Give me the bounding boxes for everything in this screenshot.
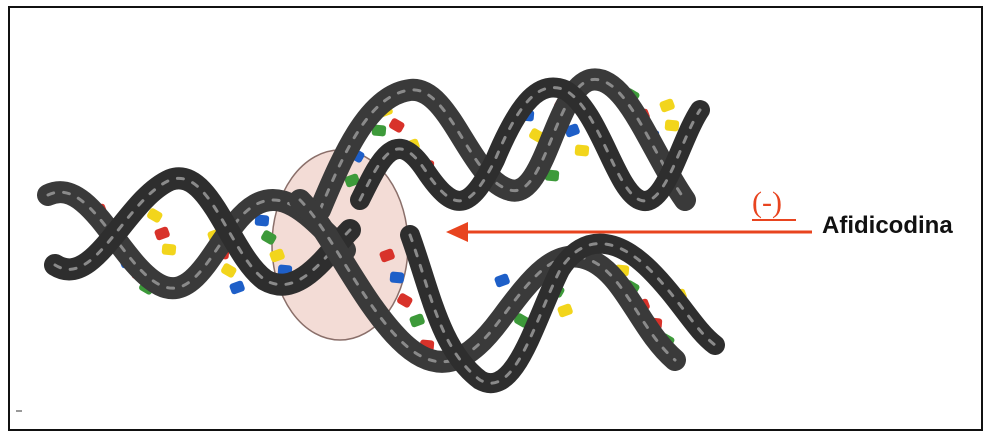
nucleotide-base [154, 226, 171, 241]
nucleotide-base [220, 262, 238, 279]
nucleotide-base [575, 144, 590, 156]
nucleotide-base [659, 98, 676, 113]
nucleotide-base [162, 243, 177, 255]
corner-mark [16, 410, 22, 412]
drug-name-label: Afidicodina [822, 212, 953, 240]
inhibition-sign-label: (-) [752, 186, 782, 220]
inhibition-arrow-icon [446, 220, 812, 242]
nucleotide-base [390, 271, 405, 283]
nucleotide-base [665, 119, 680, 131]
nucleotide-base [229, 280, 246, 295]
nucleotide-base [409, 313, 426, 328]
nucleotide-base [494, 273, 511, 288]
nucleotide-base [388, 117, 406, 134]
nucleotide-base [557, 303, 574, 318]
